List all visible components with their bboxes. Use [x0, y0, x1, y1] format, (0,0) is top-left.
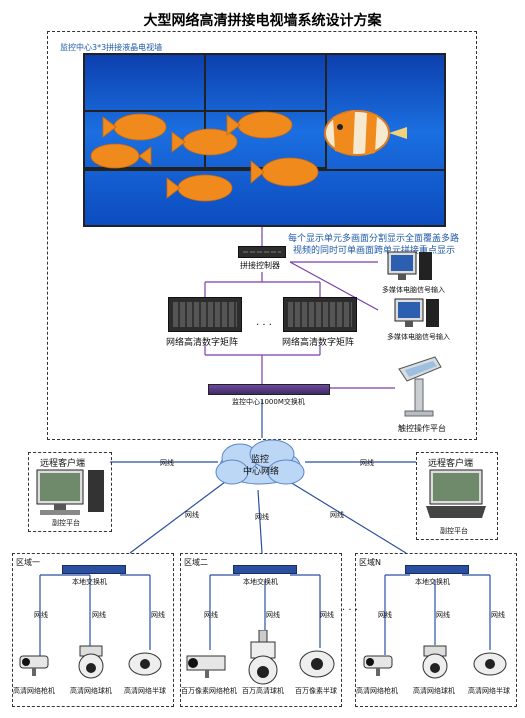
link-label-1: 网线: [185, 511, 199, 519]
cloud-label-1: 监控: [251, 455, 270, 465]
box-camera-icon: [186, 655, 226, 678]
pc-icon: [387, 251, 432, 280]
local-switch-n: [405, 565, 469, 574]
speed-dome-icon: [248, 630, 278, 685]
remote-client-right-box: [416, 452, 498, 540]
pc-label-2: 多媒体电脑信号输入: [387, 333, 450, 341]
area-name-2: 区域二: [184, 558, 208, 567]
remote-right-sub: 副控平台: [440, 527, 468, 535]
area2-device-1: 百万像素网络枪机: [181, 687, 237, 695]
bullet-camera-icon: [363, 655, 393, 676]
remote-left-title: 远程客户端: [40, 459, 86, 469]
link-label-3: 网线: [330, 511, 344, 519]
local-switch-label-1: 本地交换机: [72, 578, 107, 586]
local-switch-label-2: 本地交换机: [243, 578, 278, 586]
matrix-server-2: [283, 297, 357, 332]
area-box-1: [12, 553, 174, 707]
desktop-pc-icon: [36, 469, 104, 515]
area2-link-1: 网线: [204, 611, 218, 619]
bullet-camera-icon: [19, 655, 49, 676]
area-name-1: 区域一: [16, 558, 40, 567]
laptop-icon: [426, 469, 486, 518]
fish-image: [90, 110, 407, 202]
remote-left-sub: 副控平台: [52, 519, 80, 527]
pc-label-1: 多媒体电脑信号输入: [382, 286, 445, 294]
link-label-left: 网线: [160, 459, 174, 467]
touch-label: 触控操作平台: [398, 424, 446, 433]
area-ellipsis: · · ·: [342, 605, 358, 616]
half-dome-camera-icon: [473, 652, 507, 676]
areaN-link-2: 网线: [436, 611, 450, 619]
local-switch-label-n: 本地交换机: [415, 578, 450, 586]
pc-icon: [394, 298, 439, 327]
area1-device-1: 高清网络枪机: [13, 687, 55, 695]
area1-link-3: 网线: [151, 611, 165, 619]
description-line-2: 视频的同时可单画面跨单元拼接重点显示: [293, 246, 456, 256]
area-box-n: [355, 553, 517, 707]
link-label-2: 网线: [255, 513, 269, 521]
dome-camera-icon: [422, 645, 448, 679]
splice-controller: [238, 246, 286, 258]
half-dome-camera-icon: [128, 652, 162, 676]
local-switch-1: [62, 565, 126, 574]
area2-device-2: 百万高清球机: [242, 687, 284, 695]
remote-right-title: 远程客户端: [428, 459, 474, 469]
cloud-icon: [215, 439, 305, 485]
matrix-label-1: 网络高清数字矩阵: [166, 338, 239, 348]
area1-device-3: 高清网络半球: [124, 687, 166, 695]
video-wall: [83, 53, 446, 227]
description-line-1: 每个显示单元多画面分割显示全面覆盖多路: [288, 234, 460, 244]
video-wall-label: 监控中心3*3拼接液晶电视墙: [60, 43, 163, 52]
areaN-link-3: 网线: [491, 611, 505, 619]
remote-client-left-box: [28, 452, 112, 532]
page-title: 大型网络高清拼接电视墙系统设计方案: [143, 13, 382, 29]
area-box-2: [180, 553, 342, 707]
cloud-label-2: 中心网络: [243, 467, 280, 477]
area-name-n: 区域N: [359, 558, 381, 567]
link-label-right: 网线: [360, 459, 374, 467]
half-dome-camera-icon: [299, 650, 335, 678]
area1-link-2: 网线: [92, 611, 106, 619]
controller-label: 拼接控制器: [240, 261, 280, 270]
core-switch: [208, 384, 330, 395]
matrix-label-2: 网络高清数字矩阵: [282, 338, 355, 348]
matrix-ellipsis: · · ·: [256, 320, 272, 331]
areaN-link-1: 网线: [378, 611, 392, 619]
local-switch-2: [233, 565, 297, 574]
area1-link-1: 网线: [34, 611, 48, 619]
touch-console-icon: [398, 356, 442, 417]
areaN-device-3: 高清网络半球: [468, 687, 510, 695]
area1-device-2: 高清网络球机: [70, 687, 112, 695]
area2-device-3: 百万像素半球: [295, 687, 337, 695]
areaN-device-1: 高清网络枪机: [356, 687, 398, 695]
monitoring-center-box: [47, 31, 477, 440]
area2-link-3: 网线: [320, 611, 334, 619]
area2-link-2: 网线: [266, 611, 280, 619]
switch-label: 监控中心1000M交换机: [232, 398, 305, 406]
dome-camera-icon: [78, 645, 104, 679]
areaN-device-2: 高清网络球机: [413, 687, 455, 695]
matrix-server-1: [168, 297, 242, 332]
